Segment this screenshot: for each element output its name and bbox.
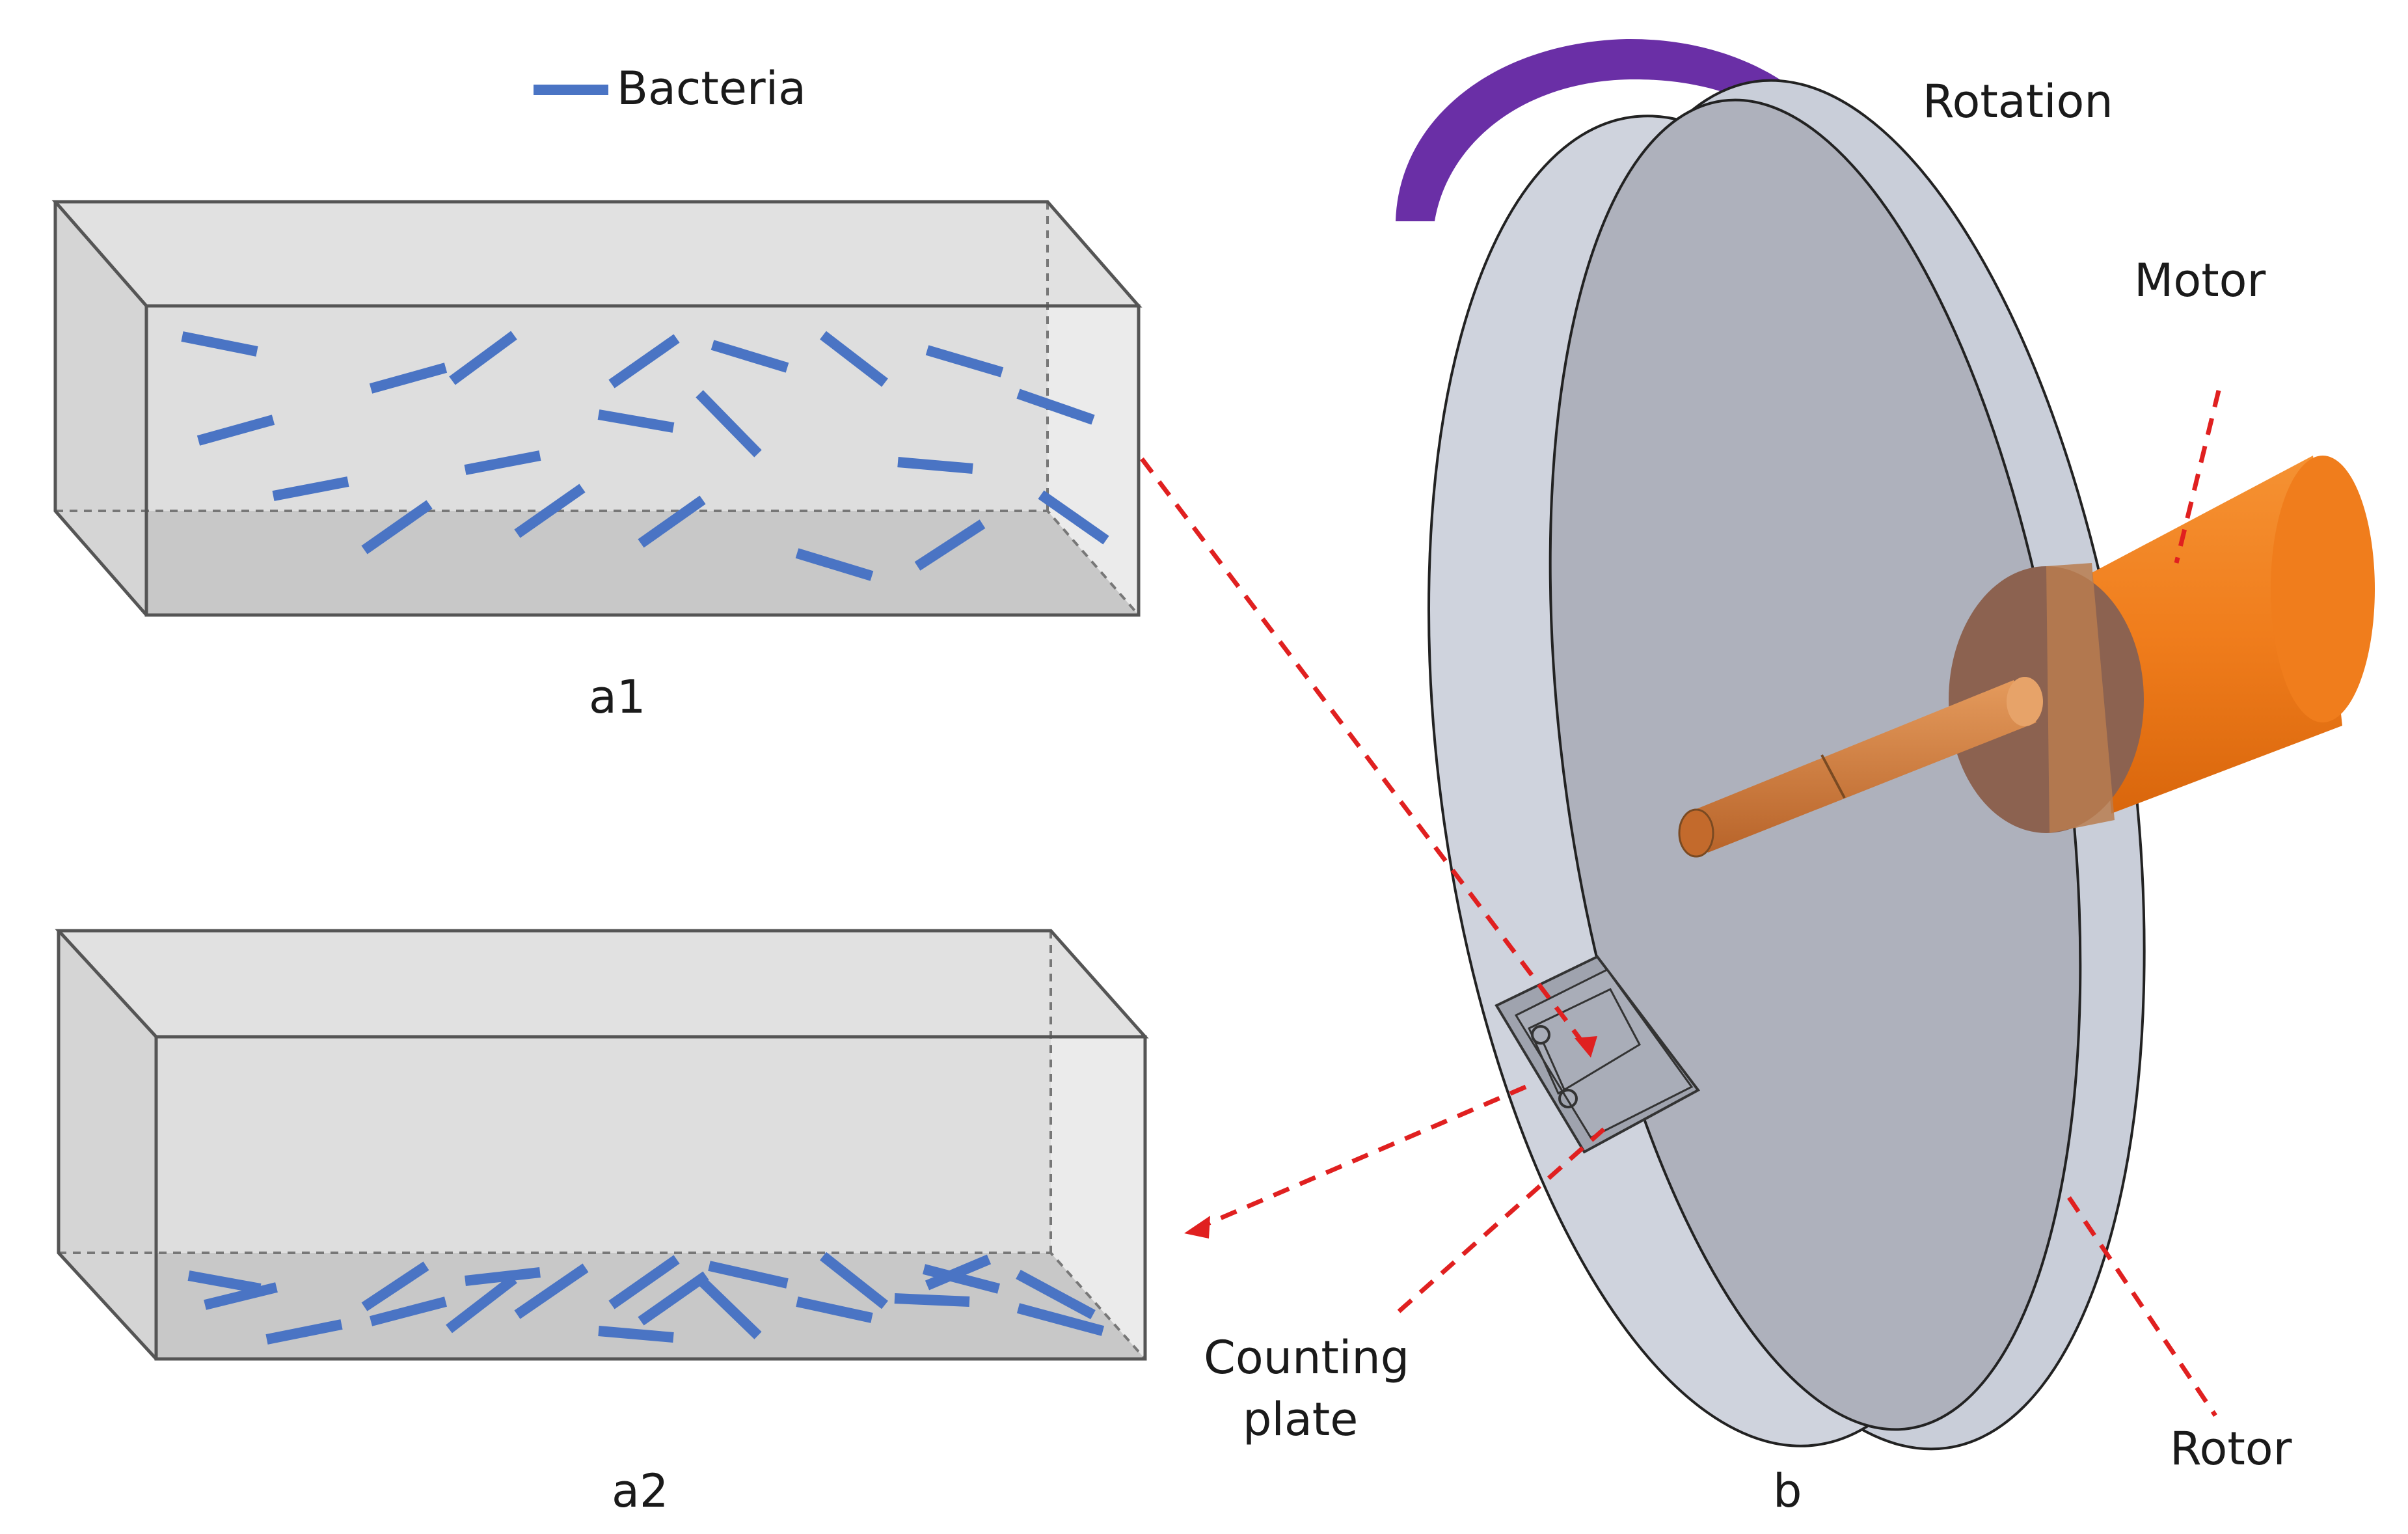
bacterium-icon — [514, 1263, 589, 1319]
rotation-label: Rotation — [1923, 75, 2113, 128]
plate-port-top-icon — [1531, 1025, 1550, 1045]
motor-shaft — [1678, 677, 2043, 858]
bacterium-icon — [696, 1275, 762, 1339]
bacterium-icon — [925, 1254, 992, 1291]
guide-lines — [1140, 390, 2221, 1417]
motor — [1949, 456, 2375, 833]
bacterium-icon — [608, 334, 680, 389]
bacterium-icon — [796, 1296, 873, 1323]
bacterium-icon — [598, 1326, 674, 1343]
bacterium-icon — [597, 409, 675, 433]
counting-plate-label-line2: plate — [1243, 1393, 1358, 1446]
bacterium-icon — [820, 1252, 888, 1309]
box-a2 — [55, 929, 1149, 1361]
bacterium-icon — [369, 363, 448, 394]
panel-label-a2: a2 — [612, 1464, 668, 1518]
bacterium-icon — [361, 500, 433, 555]
bacterium-icon — [820, 331, 888, 387]
bacterium-icon — [196, 415, 275, 446]
rotor-label: Rotor — [2170, 1422, 2292, 1475]
bacterium-icon — [204, 1282, 278, 1310]
bacterium-icon — [465, 1267, 541, 1286]
bacterium-icon — [922, 1264, 1001, 1294]
bacterium-icon — [514, 484, 586, 538]
panel-label-a1: a1 — [589, 670, 645, 724]
bacterium-icon — [181, 331, 258, 357]
bacterium-icon — [265, 1319, 343, 1345]
bacterium-icon — [638, 1271, 709, 1326]
counting-plate-label-line1: Counting — [1204, 1331, 1409, 1384]
bacterium-icon — [1016, 389, 1095, 425]
bacterium-icon — [696, 390, 762, 458]
bacterium-icon — [464, 450, 541, 475]
bacterium-icon — [897, 457, 973, 474]
bacterium-icon — [925, 345, 1004, 377]
plate-port-bottom-icon — [1558, 1089, 1578, 1108]
bacterium-icon — [187, 1270, 262, 1294]
bacterium-icon — [708, 1261, 789, 1289]
panel-label-b: b — [1773, 1464, 1802, 1518]
bacterium-icon — [795, 548, 874, 581]
box-a1 — [51, 200, 1143, 617]
bacterium-icon — [894, 1293, 970, 1307]
bacterium-icon — [608, 1255, 680, 1309]
bacterium-icon — [638, 495, 706, 548]
bacterium-icon — [1016, 1269, 1096, 1320]
motor-label: Motor — [2134, 254, 2266, 307]
bacterium-icon — [272, 476, 349, 501]
bacteria-legend-label: Bacteria — [617, 62, 806, 115]
bacterium-icon — [446, 1274, 517, 1334]
bacterium-icon — [1016, 1303, 1105, 1336]
bacteria-group-a2 — [187, 1252, 1105, 1345]
legend: Bacteria — [534, 62, 806, 115]
bacterium-icon — [369, 1296, 448, 1326]
bacterium-icon — [361, 1261, 429, 1311]
bacterium-icon — [1038, 490, 1109, 545]
bacterium-icon — [710, 340, 789, 373]
bacterium-icon — [449, 331, 517, 385]
bacteria-group-a1 — [181, 331, 1109, 581]
bacterium-icon — [914, 519, 986, 571]
